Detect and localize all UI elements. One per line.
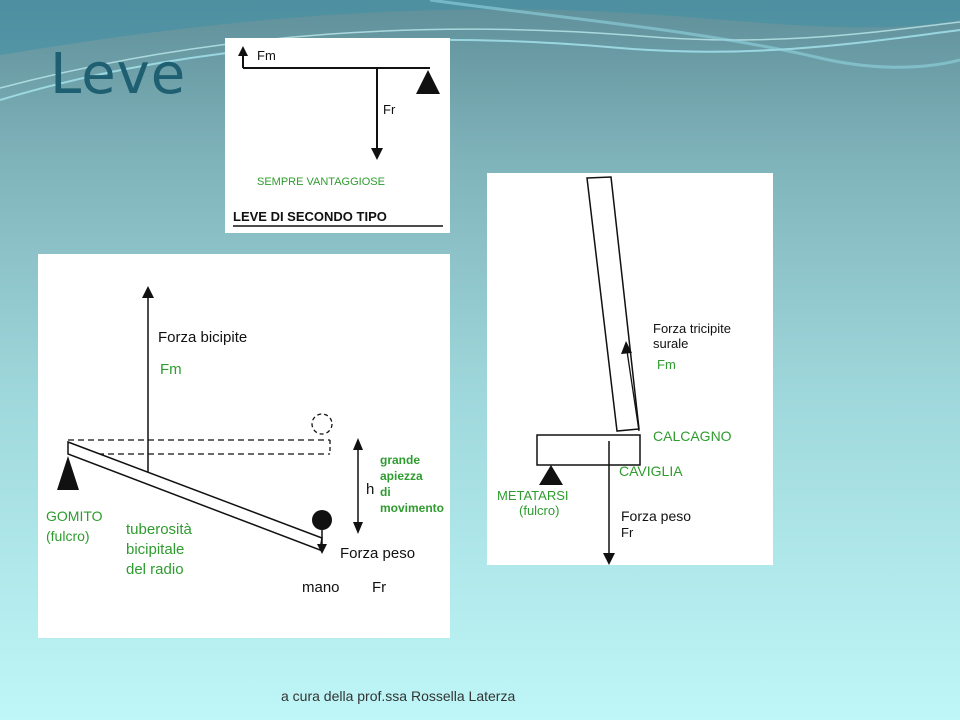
hand-label: mano xyxy=(302,579,340,596)
fr-label: Fr xyxy=(372,579,386,596)
range-label-3: di xyxy=(380,485,391,499)
h-label: h xyxy=(366,481,374,498)
insertion-label-2: bicipitale xyxy=(126,541,184,558)
biceps-force-label: Forza bicipite xyxy=(158,329,247,346)
fr-label: Fr xyxy=(383,102,396,117)
triceps-label-2: surale xyxy=(653,336,688,351)
weight-force-label: Forza peso xyxy=(621,508,691,524)
range-label-2: apiezza xyxy=(380,469,423,483)
forearm-bar xyxy=(67,440,323,552)
fulcrum-sub-label: (fulcro) xyxy=(46,528,90,544)
raised-hand-icon xyxy=(311,413,333,435)
decorative-waves xyxy=(0,0,960,101)
fulcrum-icon xyxy=(416,70,440,94)
fulcrum-icon xyxy=(539,465,563,485)
fr-label: Fr xyxy=(621,525,634,540)
range-label-4: movimento xyxy=(380,501,444,515)
fm-label: Fm xyxy=(657,357,676,372)
diagram-foot-lever: Forza tricipite surale Fm CALCAGNO CAVIG… xyxy=(487,173,773,565)
fulcrum-icon xyxy=(57,456,79,490)
ankle-label: CAVIGLIA xyxy=(619,463,683,479)
foot-bar xyxy=(536,434,641,466)
fulcrum-label: METATARSI xyxy=(497,488,569,503)
heading: LEVE DI SECONDO TIPO xyxy=(233,209,387,224)
diagram-second-class-lever: Fm Fr SEMPRE VANTAGGIOSE LEVE DI SECONDO… xyxy=(225,38,450,233)
triceps-label-1: Forza tricipite xyxy=(653,321,731,336)
range-label-1: grande xyxy=(380,453,420,467)
fulcrum-sub-label: (fulcro) xyxy=(519,503,559,518)
triceps-force-arrow xyxy=(626,350,640,432)
slide-footer: a cura della prof.ssa Rossella Laterza xyxy=(281,688,516,704)
hand-weight-icon xyxy=(312,510,332,530)
weight-force-label: Forza peso xyxy=(340,545,415,562)
heel-label: CALCAGNO xyxy=(653,428,732,444)
caption: SEMPRE VANTAGGIOSE xyxy=(257,176,385,188)
fm-label: Fm xyxy=(257,48,276,63)
fulcrum-label: GOMITO xyxy=(46,508,103,524)
diagram-elbow-lever: Forza bicipite Fm GOMITO (fulcro) tubero… xyxy=(38,254,450,638)
insertion-label-1: tuberosità xyxy=(126,521,193,538)
slide-title: Leve xyxy=(50,42,187,107)
insertion-label-3: del radio xyxy=(126,561,184,578)
leg-bar xyxy=(586,176,640,432)
fm-label: Fm xyxy=(160,361,182,378)
